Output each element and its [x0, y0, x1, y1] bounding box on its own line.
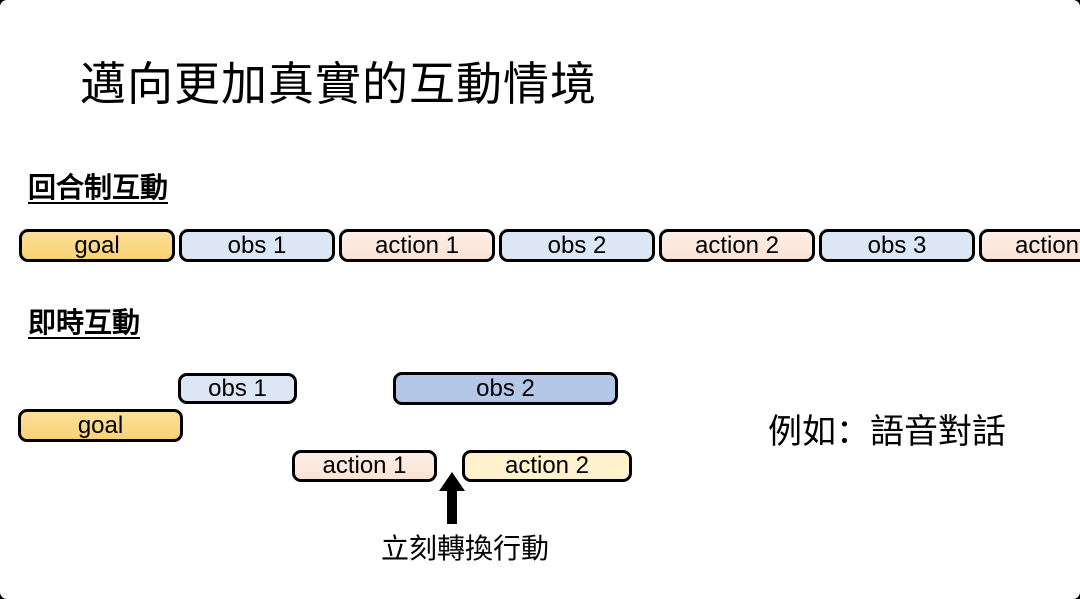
realtime-box-obs-1: obs 1: [178, 373, 297, 404]
realtime-box-obs-2: obs 2: [393, 372, 618, 405]
turn-based-timeline: goal obs 1 action 1 obs 2 action 2 obs 3…: [19, 229, 1080, 262]
example-note: 例如：語音對話: [768, 413, 1006, 451]
timeline-box-obs-2: obs 2: [499, 229, 655, 262]
timeline-box-action-1: action 1: [339, 229, 495, 262]
slide-title: 邁向更加真實的互動情境: [80, 58, 597, 110]
realtime-box-goal: goal: [18, 409, 183, 442]
timeline-box-obs-1: obs 1: [179, 229, 335, 262]
arrow-caption: 立刻轉換行動: [380, 533, 549, 564]
timeline-box-obs-3: obs 3: [819, 229, 975, 262]
up-arrow-icon: [439, 472, 465, 524]
realtime-box-action-2: action 2: [462, 450, 632, 482]
timeline-box-action-2: action 2: [659, 229, 815, 262]
timeline-box-action-3: action 3: [979, 229, 1080, 262]
realtime-box-action-1: action 1: [292, 450, 437, 482]
turn-based-heading: 回合制互動: [28, 172, 169, 203]
realtime-heading: 即時互動: [28, 307, 141, 338]
timeline-box-goal: goal: [19, 229, 175, 262]
